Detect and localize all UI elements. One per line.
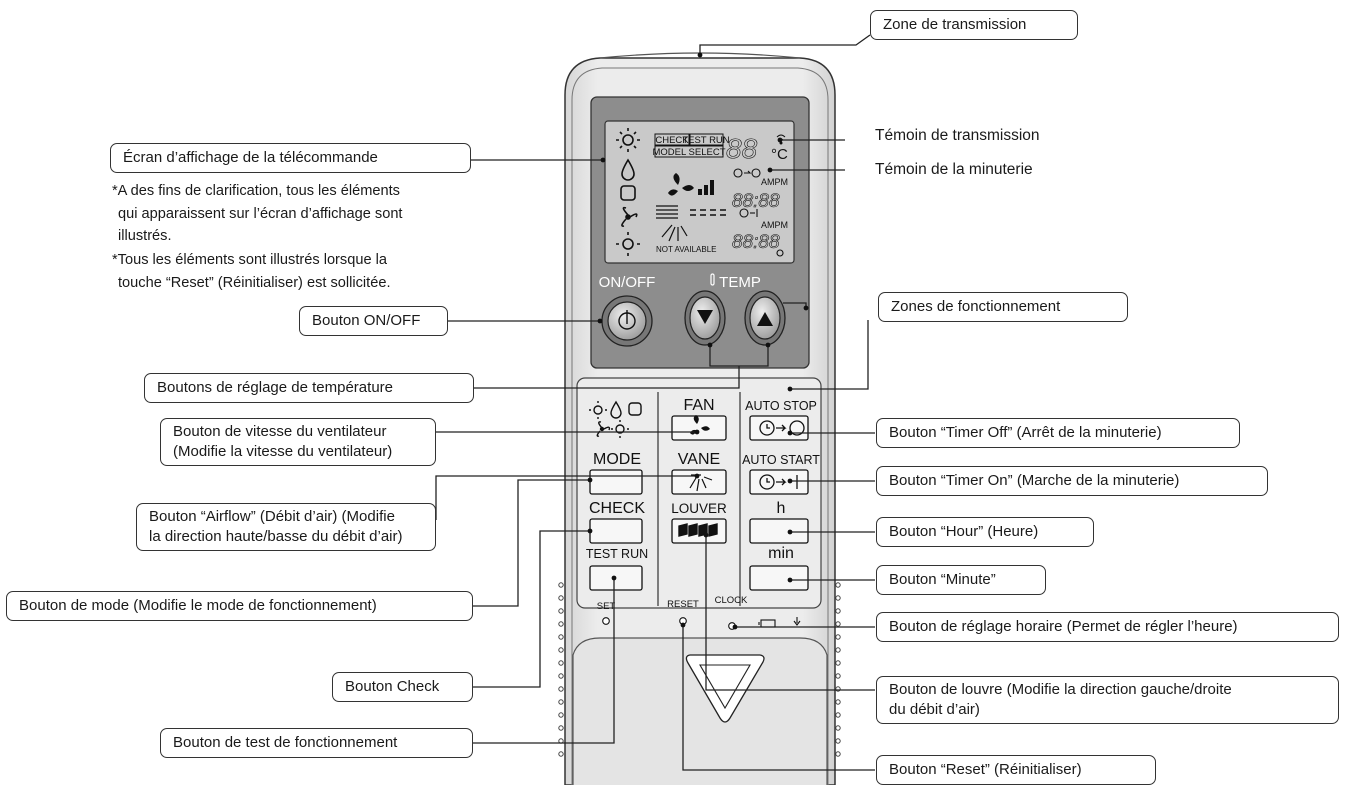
callout-display-screen: Écran d’affichage de la télécommande [110, 143, 471, 173]
minute-button[interactable] [749, 565, 809, 591]
note-2-line-1: *Tous les éléments sont illustrés lorsqu… [112, 252, 387, 268]
note-1-line-1: *A des fins de clarification, tous les é… [112, 183, 400, 199]
note-2-line-2: touche “Reset” (Réinitialiser) est solli… [118, 274, 391, 291]
label-hour: h [777, 500, 786, 517]
label-auto-stop: AUTO STOP [745, 399, 817, 413]
set-button[interactable] [602, 617, 610, 625]
callout-transmission-zone: Zone de transmission [870, 10, 1078, 40]
label-auto-start: AUTO START [742, 453, 820, 467]
callout-fan-speed-line-2: (Modifie la vitesse du ventilateur) [173, 443, 393, 460]
label-test-run: TEST RUN [586, 547, 648, 561]
note-1-line-3: illustrés. [118, 228, 172, 244]
callout-minute-button: Bouton “Minute” [876, 565, 1046, 595]
label-minute: min [768, 545, 794, 562]
lcd-temp-unit: °C [771, 146, 788, 163]
timer-on-icon [759, 474, 798, 490]
label-check: CHECK [589, 500, 645, 517]
on-off-button[interactable] [601, 295, 653, 347]
lcd-clock-digits-2: 88:88 [732, 232, 780, 253]
callout-on-off-button: Bouton ON/OFF [299, 306, 448, 336]
callout-operation-zones: Zones de fonctionnement [878, 292, 1128, 322]
lcd-fan-speed-icon [668, 173, 714, 196]
callout-louver-button: Bouton de louvre (Modifie la direction g… [876, 676, 1339, 724]
note-reset: *Tous les éléments sont illustrés lorsqu… [112, 249, 472, 294]
note-1-line-2: qui apparaissent sur l’écran d’affichage… [118, 205, 403, 222]
callout-timer-on-button: Bouton “Timer On” (Marche de la minuteri… [876, 466, 1268, 496]
label-reset: RESET [667, 599, 699, 610]
callout-hour-button: Bouton “Hour” (Heure) [876, 517, 1094, 547]
callout-louver-line-1: Bouton de louvre (Modifie la direction g… [889, 681, 1232, 698]
lcd-timer-icons [733, 168, 784, 257]
callout-louver-line-2: du débit d’air) [889, 701, 980, 718]
annotation-transmission-indicator: Témoin de transmission [875, 127, 1040, 144]
label-on-off: ON/OFF [599, 274, 656, 291]
lcd-ampm-2: AMPM [761, 220, 788, 230]
callout-airflow-line-1: Bouton “Airflow” (Débit d’air) (Modifie [149, 508, 395, 525]
note-clarification: *A des fins de clarification, tous les é… [112, 180, 472, 248]
temp-up-button[interactable] [744, 290, 786, 346]
callout-temp-buttons: Boutons de réglage de température [144, 373, 474, 403]
callout-test-run-button: Bouton de test de fonctionnement [160, 728, 473, 758]
label-louver: LOUVER [671, 501, 727, 516]
lcd-model-select-text: MODEL SELECT [652, 147, 725, 158]
callout-fan-speed-button: Bouton de vitesse du ventilateur (Modifi… [160, 418, 436, 466]
callout-airflow-line-2: la direction haute/basse du débit d’air) [149, 528, 403, 545]
leader-lines [435, 34, 875, 771]
annotation-timer-indicator: Témoin de la minuterie [875, 161, 1033, 178]
lcd-vane-icon [656, 205, 726, 242]
callout-timer-off-button: Bouton “Timer Off” (Arrêt de la minuteri… [876, 418, 1240, 448]
lcd-mode-icons [616, 128, 640, 256]
fan-button[interactable] [671, 415, 727, 441]
callout-reset-button: Bouton “Reset” (Réinitialiser) [876, 755, 1156, 785]
callout-mode-button: Bouton de mode (Modifie le mode de fonct… [6, 591, 473, 621]
check-button[interactable] [589, 518, 643, 544]
label-clock: CLOCK [715, 595, 748, 606]
louver-button-icon [678, 523, 718, 537]
callout-airflow-button: Bouton “Airflow” (Débit d’air) (Modifie … [136, 503, 436, 551]
label-vane: VANE [678, 451, 720, 468]
temp-down-button[interactable] [684, 290, 726, 346]
lcd-check-text: CHECK [655, 135, 689, 146]
lcd-ampm-1: AMPM [761, 177, 788, 187]
lcd-not-available-text: NOT AVAILABLE [656, 245, 716, 254]
mode-button[interactable] [589, 469, 643, 495]
mode-icons-panel [589, 400, 642, 438]
callout-check-button: Bouton Check [332, 672, 473, 702]
lcd-clock-digits-1: 88:88 [732, 191, 780, 212]
lcd-temp-digits: 88 [726, 133, 758, 164]
lcd-test-run-text: TEST RUN [682, 135, 729, 146]
fan-button-icon [690, 415, 710, 435]
callout-clock-button: Bouton de réglage horaire (Permet de rég… [876, 612, 1339, 642]
callout-fan-speed-line-1: Bouton de vitesse du ventilateur [173, 423, 387, 440]
label-temp: TEMP [719, 274, 761, 291]
label-mode: MODE [593, 451, 641, 468]
timer-off-icon [759, 420, 805, 436]
hour-button[interactable] [749, 518, 809, 544]
label-set: SET [597, 601, 616, 612]
label-fan: FAN [683, 397, 714, 414]
